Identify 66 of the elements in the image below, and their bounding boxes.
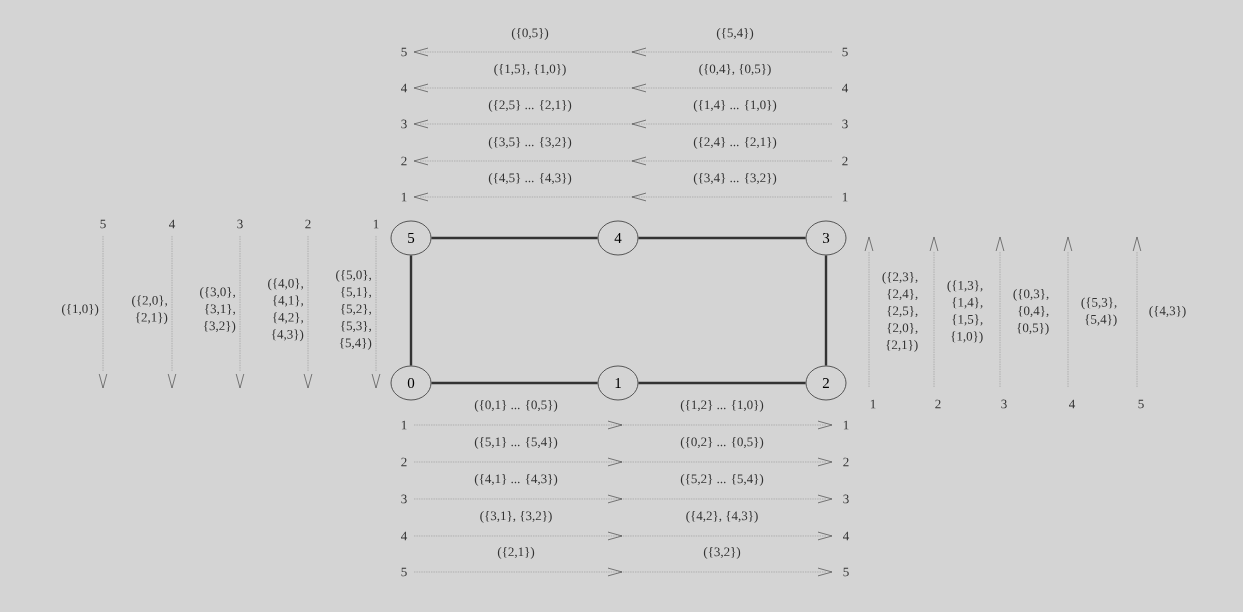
message-label: ({1,5}, {1,0})	[494, 64, 566, 76]
message-label: ({1,3}, {1,4}, {1,5}, {1,0})	[947, 280, 983, 344]
message-label: ({1,0})	[62, 304, 99, 316]
message-label: ({3,1}, {3,2})	[480, 511, 552, 523]
step-number: 4	[169, 219, 176, 229]
message-label: ({2,4} ... {2,1})	[693, 137, 777, 149]
step-number: 4	[401, 83, 408, 93]
step-number: 3	[401, 119, 407, 129]
message-label: ({3,4} ... {3,2})	[693, 173, 777, 185]
connector-line	[638, 381, 806, 385]
message-label: ({4,5} ... {4,3})	[488, 173, 572, 185]
step-number: 5	[1138, 399, 1144, 409]
step-number: 2	[843, 457, 849, 467]
message-label: ({5,4})	[716, 28, 754, 40]
message-label: ({5,2} ... {5,4})	[680, 474, 764, 486]
step-number: 2	[401, 156, 407, 166]
message-label: ({4,3})	[1149, 306, 1186, 318]
message-label: ({5,1} ... {5,4})	[474, 437, 558, 449]
step-number: 3	[401, 494, 407, 504]
message-label: ({5,3}, {5,4})	[1081, 297, 1117, 327]
step-number: 1	[401, 420, 407, 430]
message-label: ({2,3}, {2,4}, {2,5}, {2,0}, {2,1})	[882, 272, 918, 352]
message-label: ({2,5} ... {2,1})	[488, 100, 572, 112]
connector-line	[409, 255, 413, 366]
message-label: ({0,5})	[511, 28, 549, 40]
message-label: ({2,0}, {2,1})	[132, 295, 168, 325]
message-label: ({3,5} ... {3,2})	[488, 137, 572, 149]
message-label: ({0,2} ... {0,5})	[680, 437, 764, 449]
step-number: 1	[843, 420, 849, 430]
message-label: ({0,3}, {0,4}, {0,5})	[1013, 289, 1049, 335]
message-label: ({3,0}, {3,1}, {3,2})	[200, 287, 236, 333]
step-number: 5	[401, 47, 407, 57]
step-number: 3	[237, 219, 243, 229]
step-number: 5	[843, 567, 849, 577]
message-label: ({1,2} ... {1,0})	[680, 400, 764, 412]
message-label: ({4,1} ... {4,3})	[474, 474, 558, 486]
message-label: ({5,0}, {5,1}, {5,2}, {5,3}, {5,4})	[336, 270, 372, 350]
step-number: 3	[842, 119, 848, 129]
connector-line	[638, 236, 806, 240]
step-number: 4	[401, 531, 408, 541]
step-number: 2	[305, 219, 311, 229]
connector-line	[824, 255, 828, 366]
step-number: 5	[100, 219, 106, 229]
message-label: ({2,1})	[497, 547, 535, 559]
message-label: ({0,1} ... {0,5})	[474, 400, 558, 412]
message-label: ({1,4} ... {1,0})	[693, 100, 777, 112]
connector-line	[431, 381, 598, 385]
step-number: 1	[870, 399, 876, 409]
message-label: ({4,2}, {4,3})	[686, 511, 758, 523]
step-number: 5	[842, 47, 848, 57]
step-number: 5	[401, 567, 407, 577]
step-number: 1	[401, 192, 407, 202]
step-number: 4	[843, 531, 850, 541]
step-number: 3	[843, 494, 849, 504]
step-number: 4	[1069, 399, 1076, 409]
message-label: ({0,4}, {0,5})	[699, 64, 771, 76]
step-number: 1	[373, 219, 379, 229]
step-number: 4	[842, 83, 849, 93]
message-label: ({3,2})	[703, 547, 741, 559]
step-number: 1	[842, 192, 848, 202]
message-label: ({4,0}, {4,1}, {4,2}, {4,3})	[268, 278, 304, 342]
step-number: 2	[401, 457, 407, 467]
step-number: 2	[842, 156, 848, 166]
connector-line	[431, 236, 598, 240]
step-number: 3	[1001, 399, 1007, 409]
step-number: 2	[935, 399, 941, 409]
